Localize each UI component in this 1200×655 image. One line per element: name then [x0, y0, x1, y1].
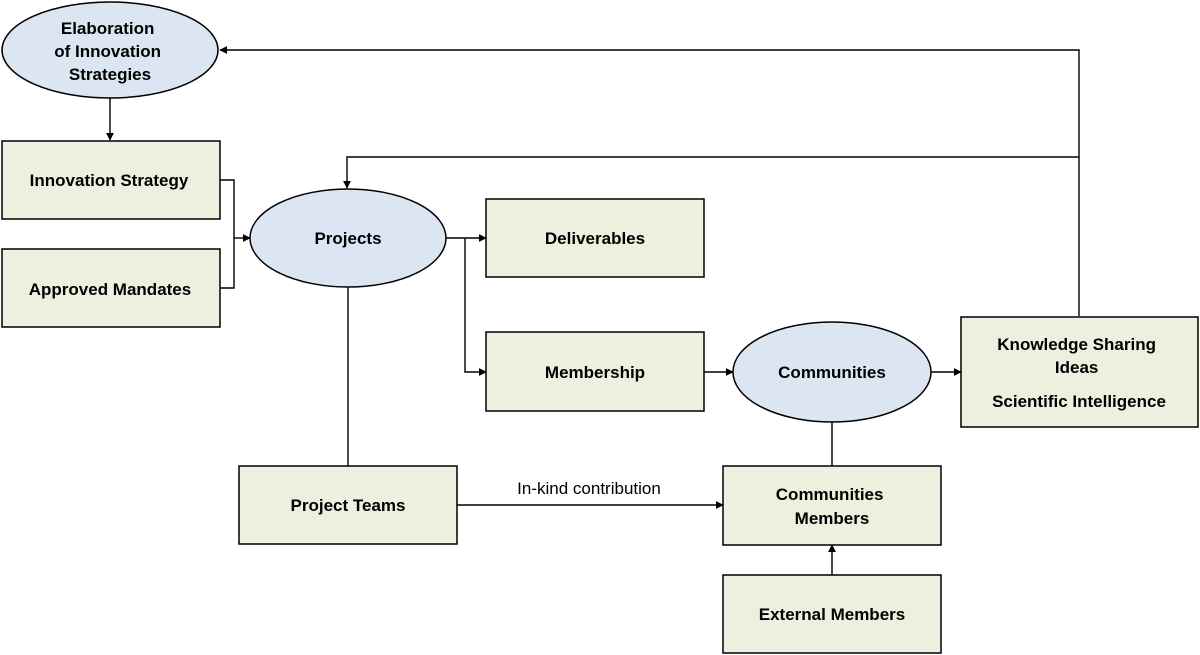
- elaboration-label: Elaboration of Innovation Strategies: [54, 19, 165, 84]
- edge-approved-mandates-to-projects: [220, 238, 235, 289]
- node-deliverables: Deliverables: [485, 198, 705, 278]
- edge-knowledge-to-projects: [343, 156, 1079, 189]
- knowledge-sharing-label: Knowledge Sharing Ideas Scientific Intel…: [992, 335, 1166, 411]
- node-communities-members: Communities Members: [722, 465, 942, 546]
- node-innovation-strategy: Innovation Strategy: [1, 140, 221, 220]
- node-projects: Projects: [249, 188, 447, 288]
- node-external-members: External Members: [722, 574, 942, 654]
- edge-projects-to-membership: [464, 238, 487, 376]
- project-teams-label: Project Teams: [291, 496, 406, 515]
- innovation-strategy-label: Innovation Strategy: [30, 171, 189, 190]
- edge-label-in-kind-contribution: In-kind contribution: [517, 479, 661, 498]
- node-project-teams: Project Teams: [238, 465, 458, 545]
- deliverables-label: Deliverables: [545, 229, 645, 248]
- projects-label: Projects: [314, 229, 381, 248]
- node-approved-mandates: Approved Mandates: [1, 248, 221, 328]
- membership-label: Membership: [545, 363, 645, 382]
- node-communities: Communities: [732, 321, 932, 423]
- communities-members-label: Communities Members: [776, 485, 888, 528]
- node-knowledge-sharing: Knowledge Sharing Ideas Scientific Intel…: [960, 316, 1199, 428]
- external-members-label: External Members: [759, 605, 905, 624]
- edges: In-kind contribution: [106, 46, 1080, 575]
- edge-innovation-strategy-to-projects: [220, 179, 235, 238]
- approved-mandates-label: Approved Mandates: [29, 280, 191, 299]
- node-elaboration: Elaboration of Innovation Strategies: [1, 1, 219, 99]
- communities-label: Communities: [778, 363, 886, 382]
- edge-knowledge-to-elaboration: [219, 46, 1080, 316]
- node-membership: Membership: [485, 331, 705, 412]
